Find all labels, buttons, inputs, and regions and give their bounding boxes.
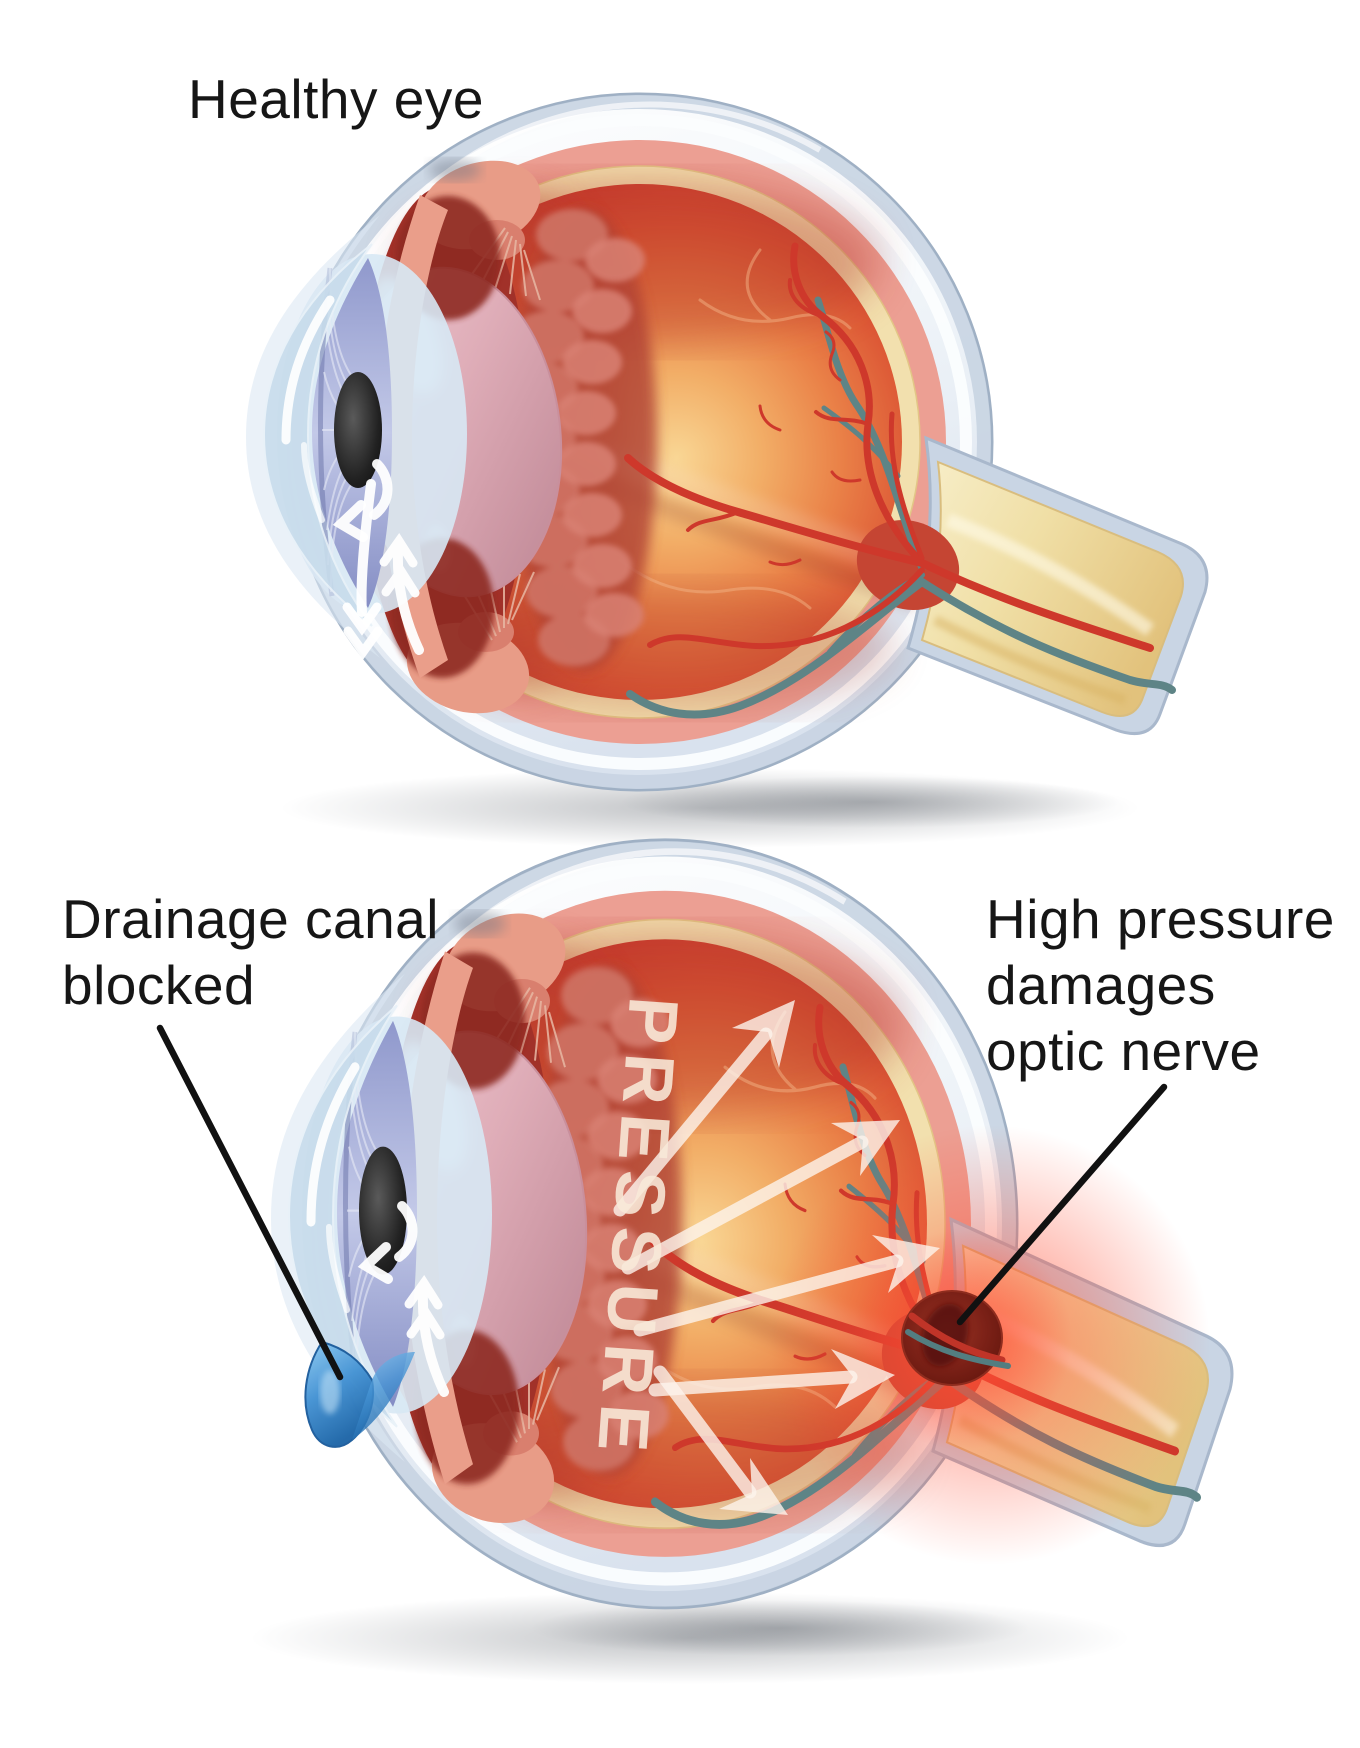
fluid-flow-arrows [341, 464, 419, 660]
glaucoma-eye-illustration [156, 840, 1232, 1684]
optic-nerve-pointer-line [956, 1083, 1168, 1326]
pressure-arrows [613, 1000, 940, 1515]
healthy-eye-label: Healthy eye [188, 68, 484, 130]
blocked-drainage-canal [304, 1340, 415, 1448]
healthy-eye-illustration [246, 94, 1207, 848]
damaged-optic-nerve-head [901, 1290, 1011, 1386]
optic-nerve-damage-label: High pressure damages optic nerve [986, 888, 1335, 1082]
drainage-pointer-line [156, 1024, 344, 1381]
drainage-canal-label: Drainage canal blocked [62, 888, 439, 1016]
